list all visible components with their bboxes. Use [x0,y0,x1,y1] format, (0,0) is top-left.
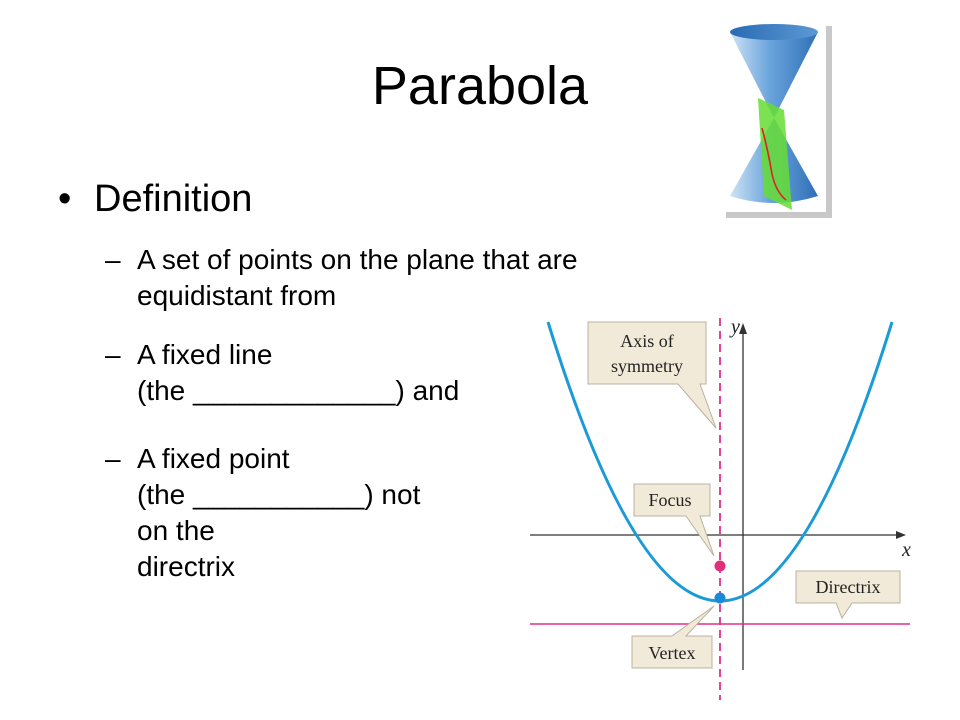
label-focus: Focus [648,490,691,510]
subbullet-set-of-points: –A set of points on the plane that are e… [105,242,578,314]
line: equidistant from [137,280,337,311]
label-vertex: Vertex [649,643,696,663]
line: directrix [137,551,236,582]
slide-title: Parabola [371,56,589,116]
bullet-definition: • Definition [58,178,252,221]
y-axis-label: y [729,316,740,338]
vertex-point [714,592,726,604]
coordinate-axes: x y [530,316,911,670]
line: on the [137,515,215,546]
subbullet-fixed-point: –A fixed point (the ___________) not on … [105,441,420,585]
label-directrix: Directrix [816,577,881,597]
line: (the _____________) and [137,375,460,406]
x-axis-label: x [901,539,911,561]
dash: – [105,244,121,275]
callout-vertex: Vertex [631,605,715,669]
line: A fixed point [137,443,290,474]
line: A set of points on the plane that are [137,244,578,275]
bullet-label: Definition [94,178,253,220]
callout-axis-of-symmetry: Axis of symmetry [587,321,717,429]
callout-focus: Focus [633,483,715,557]
double-cone-icon [720,20,832,218]
label-axis-of: Axis of [620,331,674,351]
callout-directrix: Directrix [795,570,901,620]
bullet-dot: • [58,178,72,220]
label-symmetry: symmetry [611,356,683,376]
dash: – [105,339,121,370]
subbullet-fixed-line: –A fixed line (the _____________) and [105,337,459,409]
focus-point [714,560,726,572]
dash: – [105,443,121,474]
line: A fixed line [137,339,273,370]
line: (the ___________) not [137,479,421,510]
